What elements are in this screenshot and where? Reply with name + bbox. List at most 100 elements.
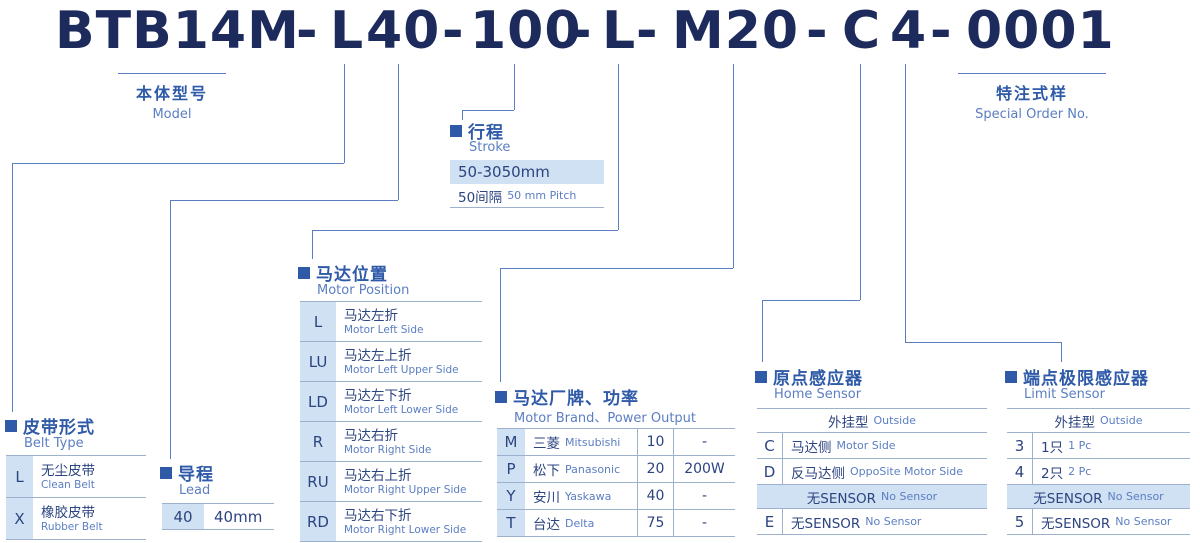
brand-zh: 安川 — [533, 490, 560, 506]
no-sensor-en: No Sensor — [881, 490, 938, 503]
table-row: 5 无SENSOR No Sensor — [1007, 509, 1190, 535]
model-code-segment: 4 — [890, 1, 928, 61]
desc-en: Motor Right Lower Side — [344, 523, 467, 536]
table-row: 3 1只 1 Pc — [1007, 433, 1190, 459]
connector-motor-brand — [500, 268, 733, 269]
desc-en: Motor Left Lower Side — [344, 403, 459, 416]
code-cell: D — [757, 459, 783, 484]
connector-lead — [170, 200, 171, 459]
connector-belt-type — [12, 163, 344, 164]
section-bullet-icon — [298, 266, 310, 279]
power-cell: - — [673, 483, 735, 509]
model-code-separator: - — [570, 1, 593, 61]
desc-cell: 马达左上折 Motor Left Upper Side — [336, 342, 482, 381]
desc-zh: 1只 — [1041, 439, 1064, 456]
connector-belt-type — [344, 64, 345, 163]
header-zh: 外挂型 — [1054, 414, 1096, 431]
desc-en: Motor Right Upper Side — [344, 483, 467, 496]
brand-zh: 三菱 — [533, 436, 560, 452]
special-order-label-en: Special Order No. — [975, 107, 1089, 122]
no-sensor-zh: 无SENSOR — [806, 490, 877, 507]
code-cell: LU — [300, 342, 336, 381]
stroke-range-row: 50-3050mm — [450, 160, 604, 184]
desc-cell: 马达右下折 Motor Right Lower Side — [336, 502, 482, 541]
code-cell: E — [757, 509, 783, 534]
desc-en: Motor Right Side — [344, 443, 432, 456]
brand-cell: 安川 Yaskawa — [525, 483, 637, 509]
no-sensor-en: No Sensor — [1107, 490, 1164, 503]
desc-en: Motor Left Side — [344, 323, 424, 336]
brand-zh: 台达 — [533, 517, 560, 533]
connector-special-label — [958, 73, 1106, 74]
desc-en: No Sensor — [1115, 515, 1172, 528]
no-sensor-divider-row: 无SENSOR No Sensor — [1007, 485, 1190, 509]
connector-lead — [170, 200, 398, 201]
table-row: C 马达侧 Motor Side — [757, 433, 987, 459]
model-code-separator: - — [930, 1, 953, 61]
model-label-zh: 本体型号 — [135, 84, 208, 103]
lead-title-en: Lead — [179, 483, 211, 498]
desc-en: 1 Pc — [1068, 439, 1092, 452]
motor-position-table: L 马达左折 Motor Left Side LU 马达左上折 Motor Le… — [300, 301, 482, 542]
code-cell: M — [497, 429, 525, 455]
home-sensor-section-title: 原点感应器 — [755, 364, 863, 389]
table-row: 40 40mm — [162, 504, 274, 530]
stroke-title-en: Stroke — [469, 140, 511, 155]
table-header-row: 外挂型 Outside — [757, 409, 987, 433]
code-cell: R — [300, 422, 336, 461]
code-cell: L — [6, 456, 33, 497]
desc-zh: 马达左下折 — [344, 387, 412, 404]
model-code-segment: BTB14M — [55, 1, 300, 61]
connector-limit-sensor — [1061, 342, 1062, 362]
motor-brand-section-title: 马达厂牌、功率 — [495, 384, 639, 409]
desc-en: Clean Belt — [41, 478, 95, 491]
code-cell: X — [6, 498, 33, 539]
table-row: L 无尘皮带 Clean Belt — [6, 456, 146, 498]
power-code-cell: 40 — [637, 483, 673, 509]
desc-cell: 2只 2 Pc — [1033, 459, 1190, 484]
connector-stroke — [462, 110, 514, 111]
limit-sensor-title-zh: 端点极限感应器 — [1023, 369, 1149, 389]
code-cell: 3 — [1007, 433, 1033, 458]
model-code-separator: - — [806, 1, 829, 61]
table-row: M 三菱 Mitsubishi 10 - — [497, 429, 735, 456]
connector-model-label — [118, 73, 226, 74]
connector-motor-position — [312, 230, 313, 259]
model-code-separator: - — [296, 1, 319, 61]
header-en: Outside — [1100, 414, 1143, 427]
stroke-table: 50-3050mm 50间隔 50 mm Pitch — [450, 160, 604, 208]
power-cell: 200W — [673, 456, 735, 482]
stroke-pitch-en: 50 mm Pitch — [507, 189, 577, 202]
motor-brand-title-zh: 马达厂牌、功率 — [513, 389, 639, 409]
stroke-section-title: 行程 — [450, 118, 504, 143]
brand-cell: 松下 Panasonic — [525, 456, 637, 482]
stroke-title-zh: 行程 — [468, 123, 504, 143]
power-cell: - — [673, 510, 735, 536]
home-sensor-title-en: Home Sensor — [774, 387, 862, 402]
lead-table: 40 40mm — [162, 503, 274, 530]
section-bullet-icon — [1005, 370, 1017, 383]
motor-position-title-zh: 马达位置 — [316, 265, 388, 285]
table-header-row: 外挂型 Outside — [1007, 409, 1190, 433]
belt-type-table: L 无尘皮带 Clean Belt X 橡胶皮带 Rubber Belt — [6, 455, 146, 540]
model-label-en: Model — [152, 107, 192, 122]
stroke-pitch-row: 50间隔 50 mm Pitch — [450, 184, 604, 208]
table-row: R 马达右折 Motor Right Side — [300, 422, 482, 462]
desc-cell: 马达侧 Motor Side — [783, 433, 987, 458]
connector-motor-position — [618, 64, 619, 230]
desc-zh: 马达右折 — [344, 427, 398, 444]
code-cell: LD — [300, 382, 336, 421]
code-cell: 40 — [162, 504, 204, 529]
table-row: L 马达左折 Motor Left Side — [300, 302, 482, 342]
table-row: RU 马达右上折 Motor Right Upper Side — [300, 462, 482, 502]
lead-section-title: 导程 — [160, 460, 214, 485]
connector-home-sensor — [860, 64, 861, 300]
limit-sensor-title-en: Limit Sensor — [1024, 387, 1105, 402]
model-code-separator: - — [636, 1, 659, 61]
brand-en: Panasonic — [565, 462, 621, 476]
table-row: Y 安川 Yaskawa 40 - — [497, 483, 735, 510]
table-row: P 松下 Panasonic 20 200W — [497, 456, 735, 483]
desc-zh: 马达左折 — [344, 307, 398, 324]
desc-cell: 马达右折 Motor Right Side — [336, 422, 482, 461]
